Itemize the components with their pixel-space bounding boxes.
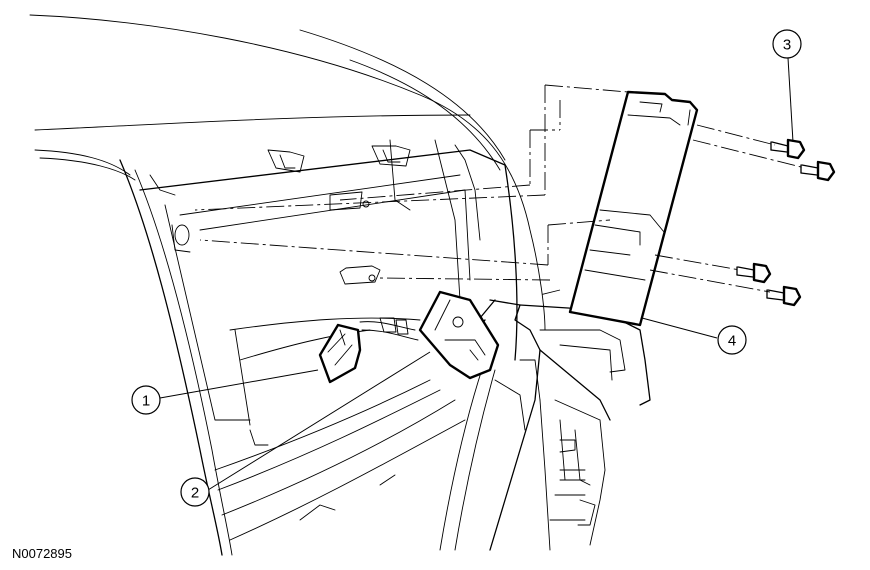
- instrument-panel-outline: [29, 14, 546, 331]
- mounting-phantom-lines: [194, 84, 806, 296]
- leader-lines: [159, 57, 794, 491]
- callout-4-label: 4: [728, 333, 736, 350]
- callout-3: 3: [772, 29, 802, 59]
- lower-trim: [214, 379, 466, 541]
- figure-id: N0072895: [12, 546, 72, 561]
- module-item-4: [568, 90, 699, 327]
- callout-3-label: 3: [783, 37, 791, 54]
- connector-item-2: [418, 290, 500, 380]
- callout-2: 2: [180, 477, 210, 507]
- callout-1-label: 1: [142, 393, 150, 410]
- screws-item-3: [736, 138, 836, 307]
- callout-2-label: 2: [191, 485, 199, 502]
- callout-1: 1: [131, 385, 161, 415]
- connector-item-1: [318, 323, 362, 384]
- callout-4: 4: [717, 325, 747, 355]
